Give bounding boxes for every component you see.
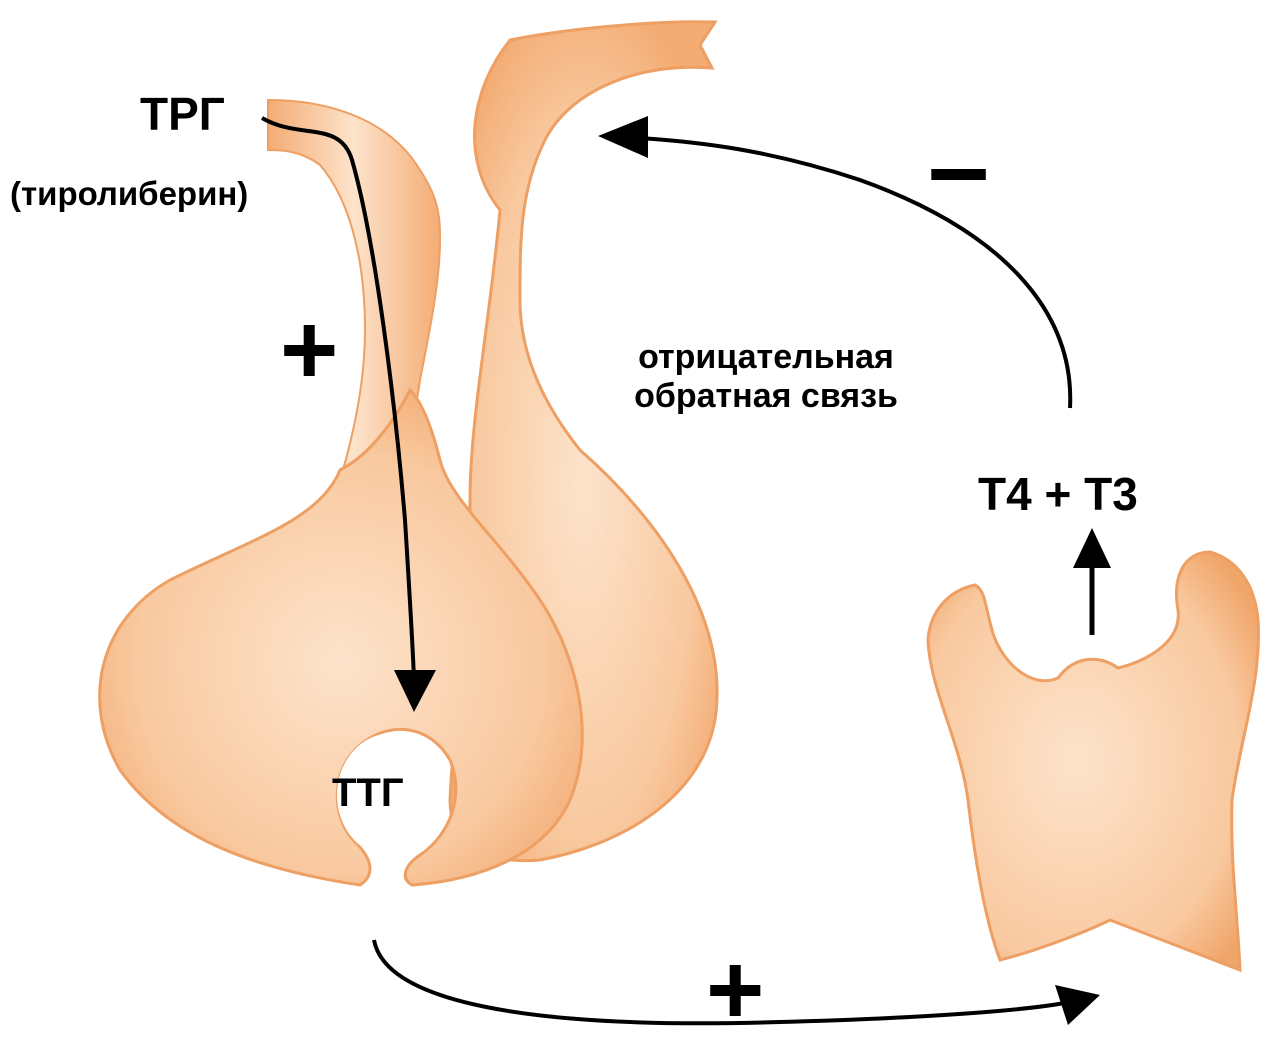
- negative-feedback-arrowhead: [598, 116, 648, 158]
- tsh-label: ТТГ: [332, 770, 404, 816]
- plus-sign-bottom: +: [706, 940, 764, 1040]
- feedback-line-2: обратная связь: [596, 377, 936, 416]
- hormones-label: Т4 + Т3: [978, 468, 1138, 521]
- plus-sign-stalk: +: [280, 300, 338, 400]
- trh-label: ТРГ: [140, 88, 225, 141]
- trh-subtitle: (тиролиберин): [10, 175, 248, 213]
- tsh-to-thyroid-arrowhead: [1055, 985, 1100, 1025]
- feedback-label: отрицательная обратная связь: [596, 338, 936, 416]
- thyroid-output-arrowhead: [1073, 528, 1111, 568]
- minus-sign-feedback: –: [928, 112, 989, 222]
- feedback-line-1: отрицательная: [596, 338, 936, 377]
